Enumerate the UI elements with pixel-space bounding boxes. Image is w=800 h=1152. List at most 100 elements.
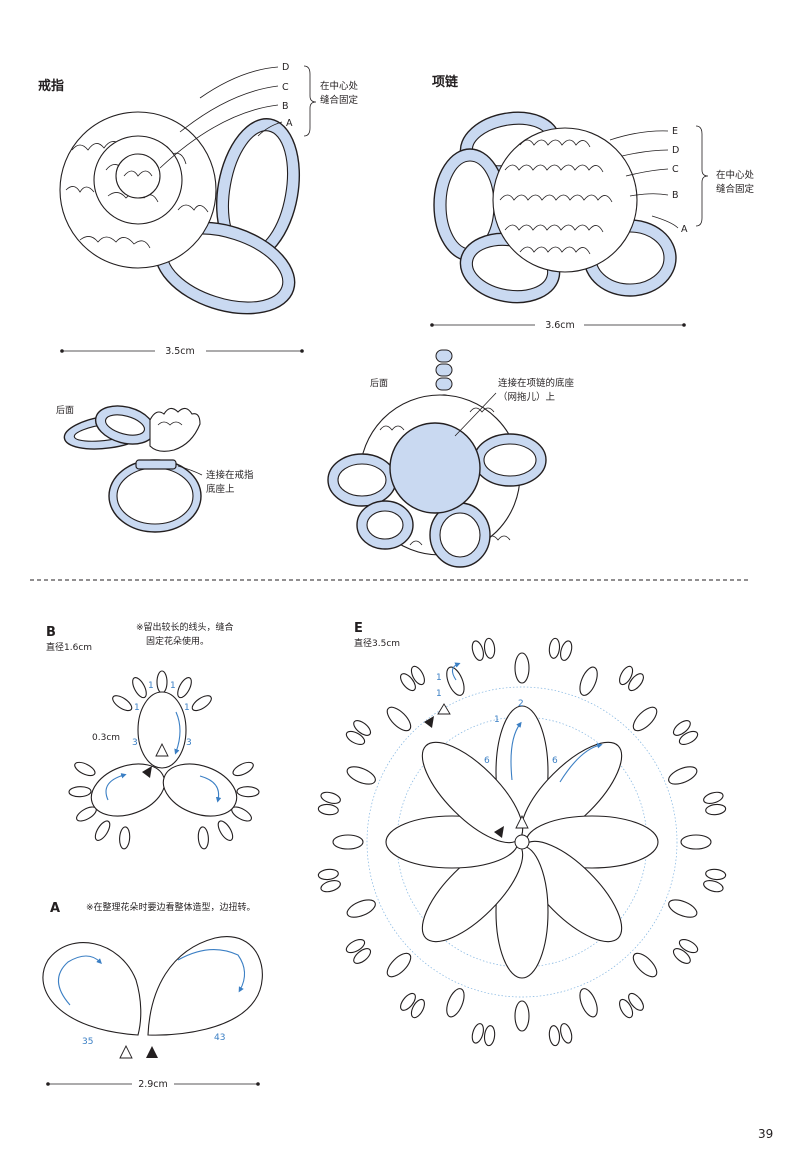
picot — [703, 791, 724, 804]
picot — [632, 952, 658, 978]
picot — [353, 720, 372, 736]
picot — [386, 706, 412, 732]
picot — [668, 766, 698, 785]
svg-text:43: 43 — [214, 1033, 225, 1043]
picot — [320, 791, 341, 804]
picot — [132, 677, 147, 699]
picot — [74, 761, 96, 777]
picot — [119, 826, 131, 850]
picot — [548, 637, 561, 659]
picot — [560, 1023, 573, 1044]
necklace-illustration: 项链 E D C B A — [430, 74, 755, 331]
picot — [68, 786, 92, 798]
svg-text:6: 6 — [552, 756, 558, 766]
svg-text:2: 2 — [518, 699, 524, 709]
picot — [628, 673, 644, 692]
picot — [345, 730, 366, 745]
picot — [346, 766, 376, 785]
necklace-back-note-2: （网拖儿）上 — [498, 391, 556, 403]
svg-text:C: C — [672, 164, 679, 175]
svg-text:1: 1 — [184, 703, 190, 713]
svg-text:3.6cm: 3.6cm — [545, 320, 575, 331]
ring-back-note-2: 底座上 — [206, 483, 235, 495]
svg-text:1: 1 — [436, 689, 442, 699]
svg-text:C: C — [282, 82, 289, 93]
svg-text:1: 1 — [148, 681, 154, 691]
svg-text:E: E — [672, 126, 678, 137]
picot — [236, 786, 260, 798]
picot — [579, 666, 598, 696]
ring-back-note-1: 连接在戒指 — [206, 469, 254, 481]
necklace-note-2: 缝合固定 — [716, 183, 755, 195]
necklace-flower — [492, 127, 638, 273]
picot — [217, 820, 234, 841]
picot — [619, 998, 634, 1019]
picot — [446, 988, 465, 1018]
necklace-title: 项链 — [432, 74, 459, 90]
picot — [446, 666, 465, 696]
picot — [332, 834, 364, 850]
picot — [317, 803, 339, 816]
picot — [320, 880, 341, 893]
ring-back-illustration: 后面 连接在戒指 底座上 — [56, 405, 254, 533]
ring-title: 戒指 — [38, 78, 64, 94]
diagram-a-note: ※在整理花朵时要边看整体造型，边扭转。 — [86, 901, 256, 913]
picot — [471, 640, 484, 661]
necklace-leaders: E D C B A 在中心处 缝合固定 — [609, 125, 755, 235]
picot — [410, 665, 425, 686]
svg-text:3: 3 — [132, 738, 138, 748]
necklace-dimension: 3.6cm — [430, 320, 686, 331]
picot — [112, 695, 133, 712]
picot — [548, 1025, 561, 1047]
svg-text:A: A — [681, 224, 688, 235]
svg-text:D: D — [672, 145, 679, 156]
picot — [353, 948, 372, 964]
ring-back-label: 后面 — [56, 405, 74, 416]
picot — [197, 826, 209, 850]
picot — [579, 988, 598, 1018]
picot — [703, 880, 724, 893]
ring-flower — [59, 111, 217, 269]
picot — [400, 992, 416, 1011]
ring-leaders: D C B A 在中心处 缝合固定 — [159, 62, 359, 169]
picot — [668, 899, 698, 918]
picot — [177, 677, 192, 699]
picot — [628, 992, 644, 1011]
svg-text:D: D — [282, 62, 289, 73]
svg-text:3: 3 — [186, 738, 192, 748]
diagram-b-picots — [68, 670, 260, 850]
svg-text:1: 1 — [134, 703, 140, 713]
picot — [471, 1023, 484, 1044]
diagram-b-note-2: 固定花朵使用。 — [146, 635, 209, 647]
diagram-b-picot-size: 0.3cm — [92, 733, 120, 743]
diagram-e-letter: E — [354, 621, 363, 636]
svg-text:1: 1 — [170, 681, 176, 691]
picot — [705, 803, 727, 816]
ring-note-2: 缝合固定 — [320, 94, 359, 106]
necklace-back-label: 后面 — [370, 378, 388, 389]
ring-note-1: 在中心处 — [320, 80, 359, 92]
svg-text:3.5cm: 3.5cm — [165, 346, 195, 357]
necklace-back-illustration: 后面 连接在项链的底座 （网拖儿）上 — [327, 349, 575, 568]
page-number: 39 — [758, 1127, 773, 1141]
svg-text:B: B — [672, 190, 679, 201]
necklace-blue-loops — [433, 111, 677, 304]
picot — [680, 834, 712, 850]
picot — [619, 665, 634, 686]
svg-text:1: 1 — [436, 673, 442, 683]
picot — [400, 673, 416, 692]
picot — [191, 695, 212, 712]
picot — [672, 720, 691, 736]
diagram-b: B 直径1.6cm ※留出较长的线头，缝合 固定花朵使用。 1 1 1 1 3 … — [46, 621, 260, 850]
necklace-back-note-1: 连接在项链的底座 — [498, 377, 575, 389]
picot — [514, 652, 530, 684]
diagram-b-letter: B — [46, 625, 56, 640]
picot — [156, 670, 168, 694]
picot — [345, 939, 366, 954]
ring-dimension: 3.5cm — [60, 346, 304, 357]
diagram-e: E 直径3.5cm 1 1 2 1 6 6 — [317, 621, 727, 1047]
picot — [346, 899, 376, 918]
diagram-e-petals — [385, 705, 659, 979]
diagram-e-picots — [317, 637, 727, 1047]
diagram-a: A ※在整理花朵时要边看整体造型，边扭转。 35 43 2.9cm — [42, 901, 263, 1090]
